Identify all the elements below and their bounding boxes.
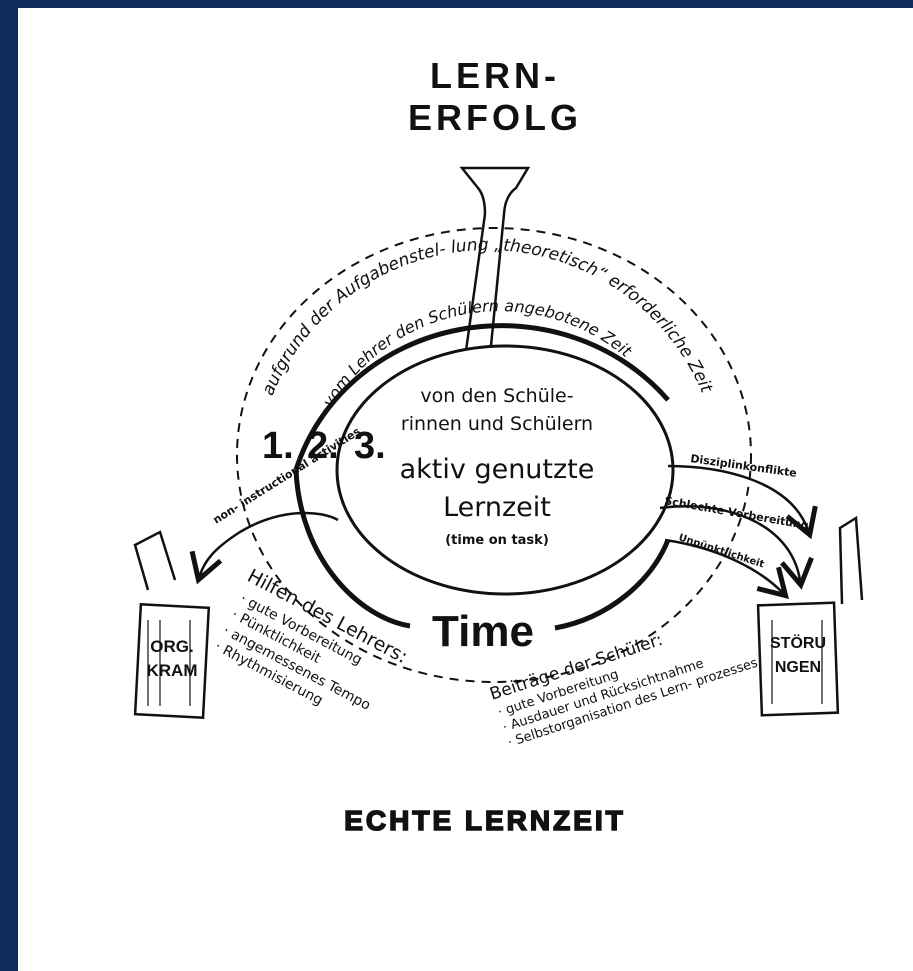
inner-circle	[335, 344, 675, 596]
center-line-3: aktiv genutzte	[400, 454, 595, 485]
right-arrow-3	[664, 538, 789, 599]
outer-dashed-ring	[236, 227, 752, 683]
center-line-4: Lernzeit	[443, 492, 551, 523]
goal-line-2: ERFOLG	[408, 97, 582, 138]
goal-line-1: LERN-	[430, 55, 560, 96]
right-arrow-1	[667, 464, 818, 540]
number-3: 3.	[354, 425, 386, 467]
number-2: 2.	[307, 425, 339, 467]
bin-right-label-1: STÖRU	[770, 633, 826, 652]
stoerungen-bin: STÖRU NGEN	[756, 515, 864, 717]
center-line-1: von den Schüle-	[420, 385, 573, 407]
center-line-2: rinnen und Schülern	[401, 413, 593, 435]
center-line-5: (time on task)	[445, 533, 549, 548]
bin-right-label-2: NGEN	[775, 659, 821, 676]
middle-thick-arc-left	[293, 469, 411, 629]
number-1: 1.	[262, 425, 294, 467]
org-kram-bin: ORG. KRAM	[133, 530, 211, 720]
right-label-3: Unpünktlichkeit	[677, 532, 766, 570]
time-label: Time	[432, 607, 534, 656]
middle-thick-arc-top	[293, 323, 670, 471]
right-arrow-2	[659, 505, 814, 590]
bin-left-label-1: ORG.	[150, 637, 193, 656]
footer-title: ECHTE LERNZEIT	[344, 805, 626, 836]
bin-left-label-2: KRAM	[147, 661, 198, 680]
left-flow-arrow	[189, 511, 339, 585]
teacher-help-block: Hilfen des Lehrers: · gute Vorbereitung …	[212, 565, 411, 714]
middle-thick-arc-right	[554, 539, 671, 631]
